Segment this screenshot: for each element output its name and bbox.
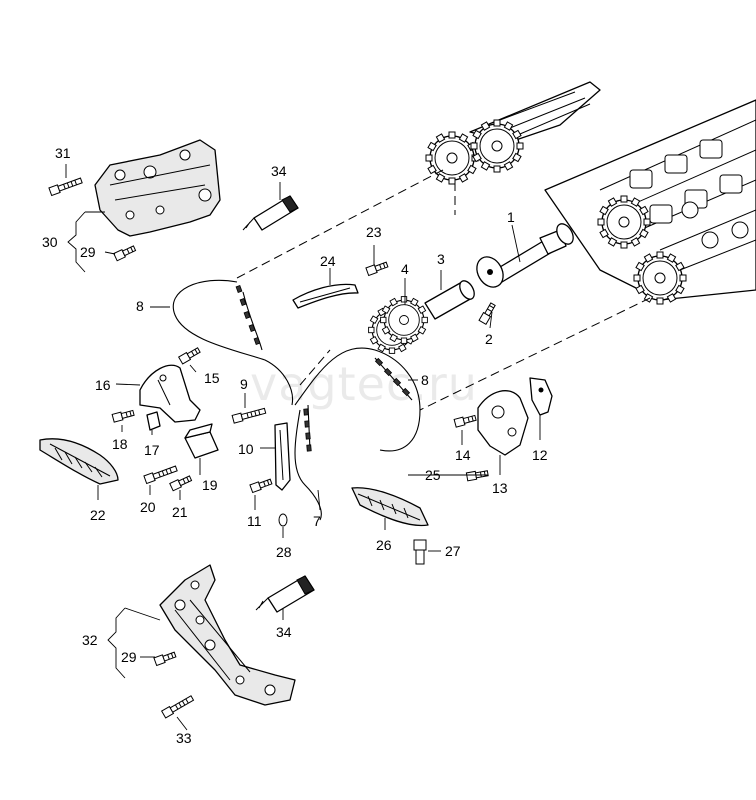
callout-31: 31 — [55, 145, 71, 161]
callout-34-lower: 34 — [276, 624, 292, 640]
bracket-12 — [529, 377, 553, 416]
tensioner-13 — [477, 390, 529, 456]
callout-22: 22 — [90, 507, 106, 523]
callout-16: 16 — [95, 377, 111, 393]
bolt-14 — [453, 413, 477, 428]
bolt-20 — [143, 464, 179, 484]
callout-3: 3 — [437, 251, 445, 267]
callout-29-upper: 29 — [80, 244, 96, 260]
cylinder-head-illustration — [469, 81, 756, 301]
callout-27: 27 — [445, 543, 461, 559]
bolt-33 — [161, 694, 195, 719]
callout-7: 7 — [313, 513, 321, 529]
bolt-29-upper — [113, 244, 137, 262]
double-sprocket — [368, 296, 428, 354]
callout-29-lower: 29 — [121, 649, 137, 665]
shaft-bolt — [478, 301, 497, 325]
washer-28 — [278, 513, 288, 527]
idler-shaft-sleeve — [424, 280, 475, 320]
callout-33: 33 — [176, 730, 192, 746]
callout-labels: 1 2 3 4 7 8 8 9 10 11 12 13 14 15 16 17 … — [42, 145, 548, 746]
camshaft-sprocket-upper-left — [425, 131, 479, 185]
callout-11: 11 — [247, 513, 262, 529]
timing-chain-lower — [294, 404, 322, 521]
pin-27 — [413, 539, 427, 565]
callout-25: 25 — [425, 467, 441, 483]
callout-18: 18 — [112, 436, 128, 452]
callout-8-right: 8 — [421, 372, 429, 388]
callout-17: 17 — [144, 442, 160, 458]
callout-30: 30 — [42, 234, 58, 250]
intermediate-shaft — [476, 223, 574, 288]
callout-12: 12 — [532, 447, 548, 463]
upper-timing-cover — [94, 139, 221, 237]
bolt-23 — [365, 260, 389, 276]
assembly-guide-lines — [236, 169, 651, 411]
callout-28: 28 — [276, 544, 292, 560]
chain-tensioner-housing-16 — [139, 364, 201, 423]
sealant-tube-upper — [242, 195, 299, 231]
callout-10: 10 — [238, 441, 254, 457]
callout-32: 32 — [82, 632, 98, 648]
callout-24: 24 — [320, 253, 336, 269]
tensioner-pad-17 — [146, 411, 161, 431]
bolt-29-lower — [153, 650, 177, 666]
callout-9: 9 — [240, 376, 248, 392]
guide-rail-26 — [351, 487, 429, 527]
callout-34-upper: 34 — [271, 163, 287, 179]
timing-chain-right — [294, 347, 421, 452]
callout-14: 14 — [455, 447, 471, 463]
callout-1: 1 — [507, 209, 515, 225]
watermark-text: vagtec.ru — [250, 357, 478, 411]
tensioner-rail-10 — [274, 422, 291, 491]
callout-19: 19 — [202, 477, 218, 493]
callout-8-left: 8 — [136, 298, 144, 314]
callout-2: 2 — [485, 331, 493, 347]
sealant-tube-lower — [255, 575, 315, 613]
bolt-18 — [111, 408, 135, 423]
bolt-11 — [249, 477, 273, 493]
callout-15: 15 — [204, 370, 220, 386]
callout-13: 13 — [492, 480, 508, 496]
timing-chain-left — [172, 279, 294, 406]
chain-tensioner-19 — [184, 423, 219, 459]
leader-lines — [65, 164, 541, 731]
guide-rail-22 — [39, 438, 119, 485]
callout-21: 21 — [172, 504, 188, 520]
callout-20: 20 — [140, 499, 156, 515]
callout-26: 26 — [376, 537, 392, 553]
bolt-31 — [48, 176, 84, 196]
lower-timing-cover — [159, 564, 296, 706]
callout-4: 4 — [401, 261, 409, 277]
callout-23: 23 — [366, 224, 382, 240]
bolt-21 — [169, 474, 193, 492]
bolt-15 — [178, 346, 202, 365]
chain-guide-rail-24 — [292, 283, 359, 309]
